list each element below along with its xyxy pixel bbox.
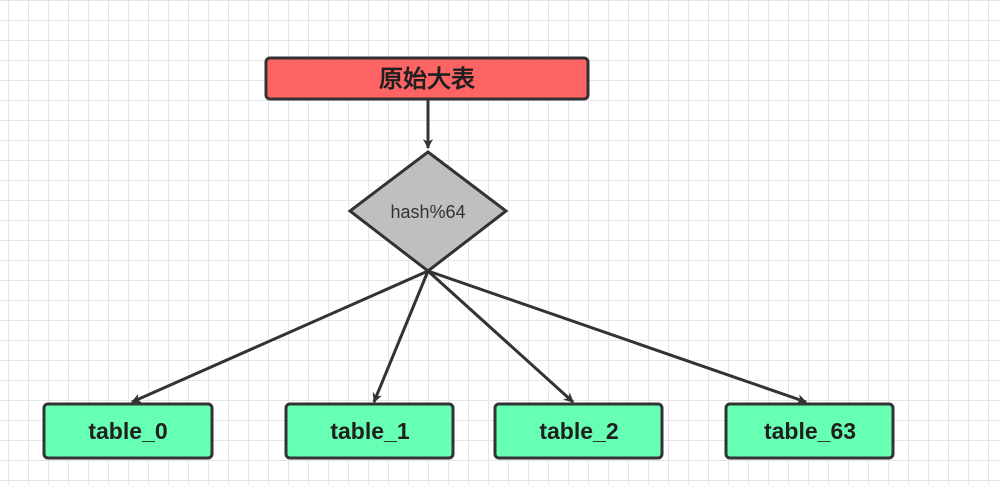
arrow-hash-to-table-63: [427, 269, 807, 404]
hash-decision-diamond: [347, 150, 509, 273]
hash-decision-label: hash%64: [390, 202, 465, 222]
table-node-2-label: table_2: [539, 418, 618, 444]
table-node-63[interactable]: table_63: [724, 402, 895, 460]
connectors: [131, 99, 807, 404]
source-node-box: [264, 56, 590, 101]
table-node-2-box: [493, 402, 664, 460]
arrow-hash-to-table-2: [426, 269, 575, 404]
hash-decision-node[interactable]: hash%64: [347, 150, 509, 273]
table-node-0[interactable]: table_0: [42, 402, 214, 460]
arrow-hash-to-table-0: [131, 269, 429, 404]
table-node-1-label: table_1: [330, 418, 409, 444]
source-node[interactable]: 原始大表: [264, 56, 590, 101]
source-node-label: 原始大表: [379, 65, 476, 93]
table-node-0-box: [42, 402, 214, 460]
table-node-1[interactable]: table_1: [284, 402, 455, 460]
table-node-2[interactable]: table_2: [493, 402, 664, 460]
table-node-1-box: [284, 402, 455, 460]
arrow-hash-to-table-1: [372, 270, 430, 403]
table-node-0-label: table_0: [88, 418, 167, 444]
table-node-63-box: [724, 402, 895, 460]
table-node-63-label: table_63: [764, 418, 856, 444]
